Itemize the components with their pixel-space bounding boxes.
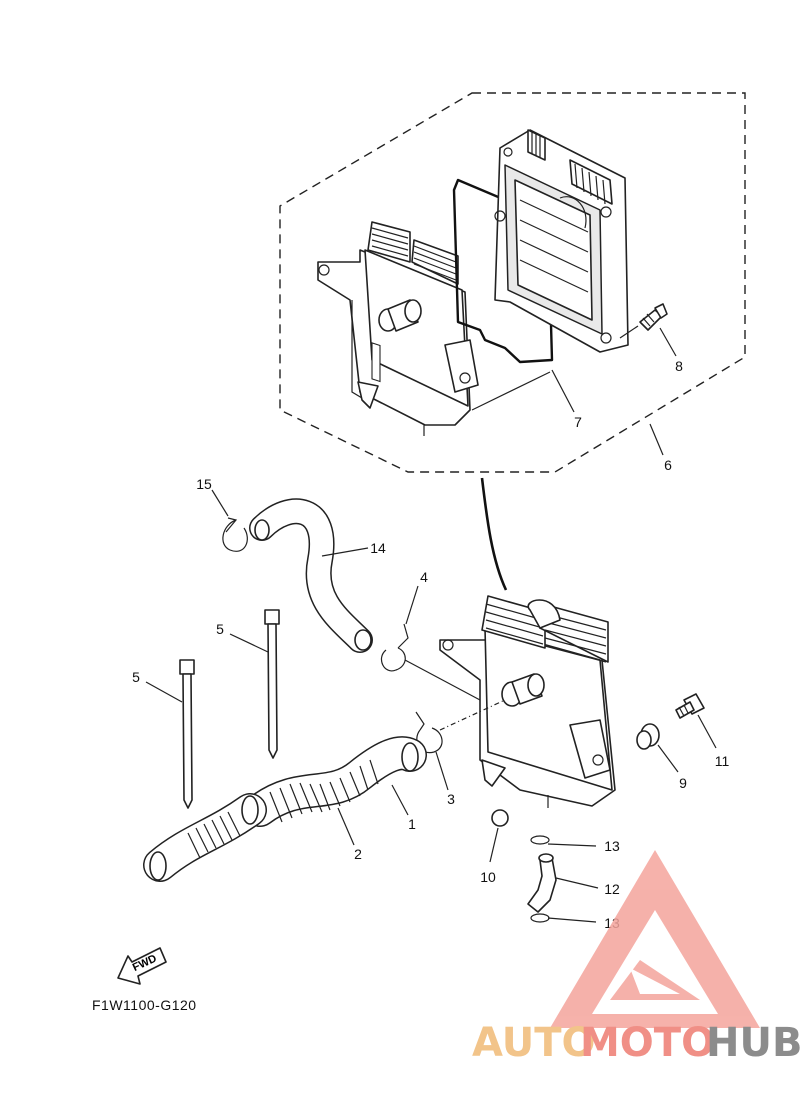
clip-13-upper xyxy=(530,835,597,847)
callout-13a: 13 xyxy=(604,838,620,854)
hose-12 xyxy=(527,853,599,913)
body-upper xyxy=(494,129,629,353)
fwd-arrow-icon: FWD xyxy=(117,947,167,985)
callout-12: 12 xyxy=(604,881,620,897)
callout-5a: 5 xyxy=(132,669,140,685)
callout-7: 7 xyxy=(574,414,582,430)
cover-upper xyxy=(317,221,479,436)
plug-10 xyxy=(489,809,509,863)
grommet-9 xyxy=(636,723,679,773)
callout-8: 8 xyxy=(675,358,683,374)
callout-5b: 5 xyxy=(216,621,224,637)
clip-4 xyxy=(381,585,419,672)
assembly-boundary-6 xyxy=(279,92,746,473)
screw-8 xyxy=(619,303,668,339)
cable-tie-5b xyxy=(229,609,280,759)
callout-11: 11 xyxy=(715,753,730,769)
watermark-logo-icon xyxy=(550,850,760,1028)
cable-tie-5a xyxy=(145,659,195,809)
callout-4: 4 xyxy=(420,569,428,585)
clip-13-lower xyxy=(530,913,597,923)
hose-2 xyxy=(143,793,355,882)
callout-1: 1 xyxy=(408,816,416,832)
clip-15 xyxy=(211,489,248,552)
callout-14: 14 xyxy=(370,540,386,556)
watermark-text: AUTO MOTO HUB xyxy=(472,1020,800,1066)
watermark-hub: HUB xyxy=(706,1020,800,1066)
callout-2: 2 xyxy=(354,846,362,862)
callout-9: 9 xyxy=(679,775,687,791)
bolt-11 xyxy=(675,693,717,749)
callout-10: 10 xyxy=(480,869,496,885)
callout-3: 3 xyxy=(447,791,455,807)
assembly-link-line xyxy=(480,477,508,591)
silencer-assembly xyxy=(439,595,616,808)
hose-14 xyxy=(249,498,373,653)
callout-6: 6 xyxy=(664,457,672,473)
document-code: F1W1100-G120 xyxy=(92,997,197,1013)
callout-15: 15 xyxy=(196,476,212,492)
watermark-auto: AUTO xyxy=(472,1020,596,1066)
watermark-moto: MOTO xyxy=(580,1020,715,1066)
hose-1 xyxy=(243,736,427,827)
